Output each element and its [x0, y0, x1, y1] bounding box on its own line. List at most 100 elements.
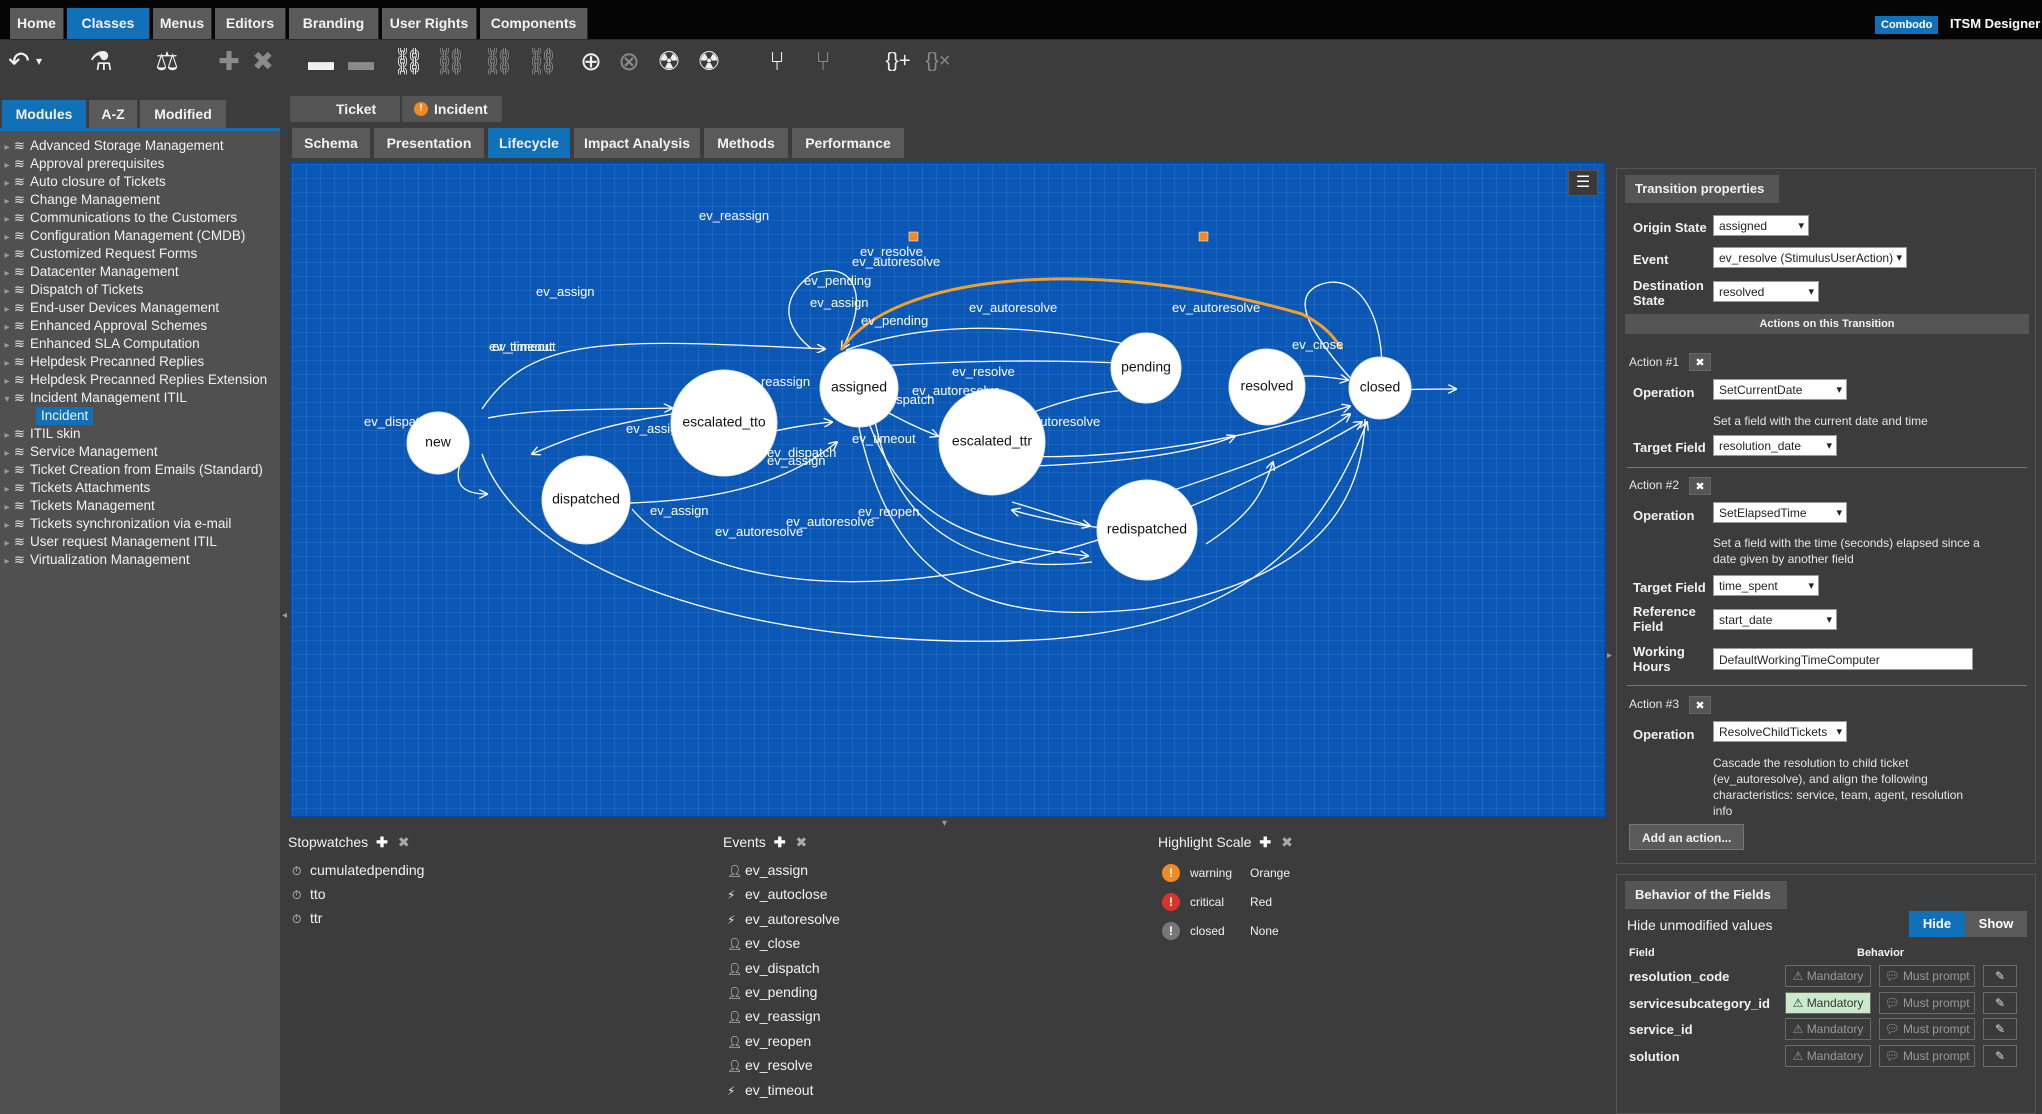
transition-label[interactable]: ev_dispatch: [767, 445, 836, 460]
state-circle[interactable]: [670, 369, 778, 477]
delete-icon[interactable]: ✖: [252, 46, 274, 76]
top-tab-branding[interactable]: Branding: [289, 8, 379, 39]
edge-redispatched-resolved[interactable]: [1205, 462, 1273, 545]
highlight-code[interactable]: closed: [1190, 924, 1225, 938]
hide-button[interactable]: Hide: [1909, 911, 1965, 937]
flask-icon[interactable]: ⚗: [89, 46, 113, 76]
destination-state-select[interactable]: resolved: [1713, 281, 1819, 303]
tree-item[interactable]: ▸≋Helpdesk Precanned Replies Extension: [0, 371, 267, 389]
tree-item[interactable]: ▸≋Advanced Storage Management: [0, 137, 223, 155]
breadcrumb-ticket[interactable]: Ticket: [290, 96, 400, 122]
tree-item[interactable]: ▸≋Helpdesk Precanned Replies: [0, 353, 204, 371]
tree-item[interactable]: ▸≋Ticket Creation from Emails (Standard): [0, 461, 262, 479]
state-node-pending[interactable]: pending: [1110, 332, 1182, 404]
mandatory-toggle[interactable]: ⚠ Mandatory: [1785, 1044, 1871, 1067]
tree-expand-icon[interactable]: ▸: [4, 556, 10, 567]
transition-label[interactable]: ev_reassign: [699, 208, 769, 223]
mandatory-toggle[interactable]: ⚠ Mandatory: [1785, 991, 1871, 1014]
must-prompt-toggle[interactable]: 💬︎ Must prompt: [1879, 1018, 1975, 1040]
canvas-menu-icon[interactable]: ☰: [1568, 170, 1598, 196]
transition-label[interactable]: ev_assign: [767, 453, 826, 468]
edge-redispatched-ttr[interactable]: [1012, 510, 1103, 529]
edge-ttr-redispatched[interactable]: [1011, 501, 1090, 526]
state-node-escalated-tto[interactable]: escalated_tto: [670, 369, 778, 477]
top-tab-editors[interactable]: Editors: [215, 8, 286, 39]
tree-expand-icon[interactable]: ▸: [4, 232, 10, 243]
event-item[interactable]: 👤︎ev_reassign: [727, 1007, 821, 1025]
transition-label[interactable]: ev_assign: [536, 284, 595, 299]
stopwatch-item[interactable]: ⏱tto: [292, 885, 326, 903]
edge-dispatched-resolved[interactable]: [631, 422, 1362, 583]
state-node-redispatched[interactable]: redispatched: [1096, 479, 1198, 581]
tree-item[interactable]: ▸≋Virtualization Management: [0, 551, 189, 569]
add-code-icon[interactable]: {}+: [885, 50, 911, 72]
tree-item[interactable]: ▸≋Tickets Management: [0, 497, 154, 515]
edge-assigned-redispatched[interactable]: [862, 405, 1088, 556]
tree-item[interactable]: ▸≋ITIL skin: [0, 425, 80, 443]
transition-label[interactable]: ev_timeout: [492, 339, 556, 354]
tab-schema[interactable]: Schema: [292, 128, 370, 158]
operation-3-select[interactable]: ResolveChildTickets: [1713, 721, 1847, 743]
state-node-assigned[interactable]: assigned: [819, 348, 899, 428]
transition-label[interactable]: ev_reopen: [858, 504, 919, 519]
tree-item[interactable]: ▸≋Change Management: [0, 191, 159, 209]
edge-tto-dispatched[interactable]: [532, 413, 673, 454]
transition-label[interactable]: ev_assign: [626, 421, 685, 436]
transition-label[interactable]: ev_autoresolve: [715, 524, 803, 539]
remove-highlight-button[interactable]: ✖: [1281, 834, 1293, 850]
tree-item[interactable]: ▸≋Tickets synchronization via e-mail: [0, 515, 231, 533]
tree-expand-icon[interactable]: ▸: [4, 196, 10, 207]
edit-field-icon[interactable]: ✎: [1983, 1018, 2017, 1040]
tree-expand-icon[interactable]: ▸: [4, 502, 10, 513]
top-tab-components[interactable]: Components: [480, 8, 588, 39]
tree-expand-icon[interactable]: ▸: [4, 322, 10, 333]
top-tab-home[interactable]: Home: [10, 8, 64, 39]
transition-label[interactable]: ev_autoresolve: [1172, 300, 1260, 315]
top-tab-user-rights[interactable]: User Rights: [382, 8, 477, 39]
highlight-color[interactable]: None: [1250, 924, 1279, 938]
state-circle[interactable]: [1096, 479, 1198, 581]
tab-presentation[interactable]: Presentation: [374, 128, 484, 158]
remove-stopwatch-icon[interactable]: ⊗: [618, 46, 640, 76]
undo-icon[interactable]: ↶: [8, 46, 30, 76]
remove-action-2-button[interactable]: ✖: [1689, 477, 1711, 495]
state-node-resolved[interactable]: resolved: [1228, 348, 1306, 426]
event-item[interactable]: 👤︎ev_pending: [727, 983, 817, 1001]
event-item[interactable]: 👤︎ev_resolve: [727, 1056, 813, 1074]
tab-modules[interactable]: Modules: [2, 100, 86, 128]
breadcrumb-incident[interactable]: Incident: [402, 96, 502, 122]
tab-a-z[interactable]: A-Z: [89, 100, 137, 128]
tab-lifecycle[interactable]: Lifecycle: [488, 128, 570, 158]
tab-impact-analysis[interactable]: Impact Analysis: [574, 128, 700, 158]
edge-ttr-resolved[interactable]: [1007, 436, 1235, 468]
event-item[interactable]: ⚡︎ev_timeout: [727, 1081, 813, 1099]
remove-transition-icon[interactable]: ⑂: [815, 46, 831, 76]
edge-assigned-self[interactable]: [788, 269, 858, 349]
remove-event-icon[interactable]: ☢: [697, 46, 721, 76]
tree-expand-icon[interactable]: ▸: [4, 466, 10, 477]
add-event-button[interactable]: ✚: [773, 834, 786, 850]
state-node-dispatched[interactable]: dispatched: [541, 455, 631, 545]
stopwatch-item[interactable]: ⏱cumulatedpending: [292, 861, 424, 879]
tree-expand-icon[interactable]: ▸: [4, 268, 10, 279]
tree-expand-icon[interactable]: ▸: [4, 448, 10, 459]
remove-event-button[interactable]: ✖: [795, 834, 808, 850]
tree-expand-icon[interactable]: ▸: [4, 538, 10, 549]
edge-new-resolved[interactable]: [481, 422, 1367, 642]
origin-state-select[interactable]: assigned: [1713, 215, 1809, 237]
tree-item[interactable]: ▸≋Communications to the Customers: [0, 209, 237, 227]
tree-item[interactable]: ▸≋Configuration Management (CMDB): [0, 227, 245, 245]
state-circle[interactable]: [1228, 348, 1306, 426]
tree-expand-icon[interactable]: ▾: [4, 394, 10, 405]
highlight-code[interactable]: critical: [1190, 895, 1225, 909]
operation-1-select[interactable]: SetCurrentDate: [1713, 379, 1847, 401]
tree-item[interactable]: ▸≋Enhanced SLA Computation: [0, 335, 199, 353]
tree-item[interactable]: ▾≋Incident Management ITIL: [0, 389, 186, 407]
event-item[interactable]: ⚡︎ev_autoclose: [727, 885, 828, 903]
tab-modified[interactable]: Modified: [140, 100, 226, 128]
state-node-escalated-ttr[interactable]: escalated_ttr: [938, 388, 1046, 496]
tree-item[interactable]: ▸≋End-user Devices Management: [0, 299, 219, 317]
tree-item[interactable]: ▸≋User request Management ITIL: [0, 533, 216, 551]
tree-expand-icon[interactable]: ▸: [4, 376, 10, 387]
